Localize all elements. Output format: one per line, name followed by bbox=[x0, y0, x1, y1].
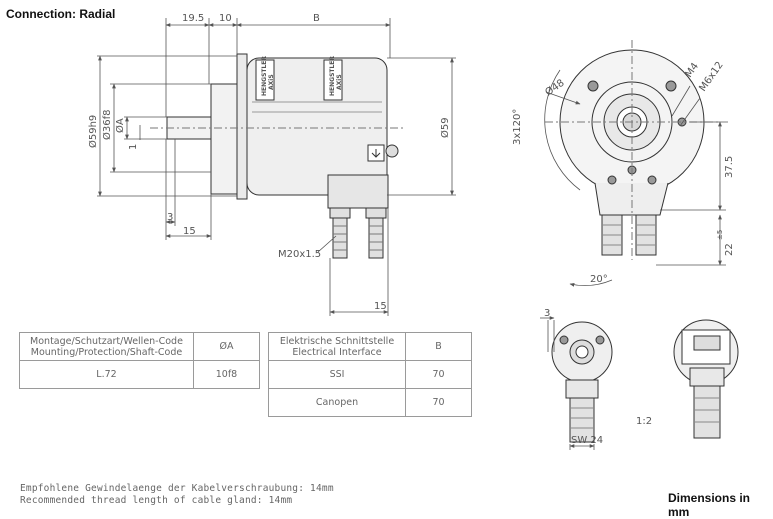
shaft-value-cell: 10f8 bbox=[193, 360, 260, 389]
brand-plate-right bbox=[323, 59, 343, 101]
dim-22-label: 22 bbox=[724, 243, 735, 256]
side-dimensions bbox=[97, 18, 456, 316]
side-view bbox=[150, 53, 405, 259]
shaft-header-a: ØA bbox=[193, 332, 260, 361]
dim-3-small-label: 3 bbox=[544, 308, 550, 319]
brand-sub-right: AXiS bbox=[336, 74, 343, 90]
small-view-right bbox=[673, 319, 739, 439]
iface-header-b: B bbox=[405, 332, 472, 361]
dim-59-label: Ø59 bbox=[439, 117, 451, 138]
mount-hole-2 bbox=[665, 80, 677, 92]
dim-19-5-label: 19.5 bbox=[182, 13, 204, 24]
tolerance-label: ±5 bbox=[716, 230, 724, 240]
front-connector bbox=[594, 182, 669, 216]
connection-title: Connection: Radial bbox=[6, 7, 116, 21]
brand-name-right: HENGSTLER bbox=[329, 56, 336, 96]
connector-housing bbox=[327, 174, 389, 209]
brand-name-left: HENGSTLER bbox=[261, 56, 268, 96]
shaft-header-de: Montage/Schutzart/Wellen-Code bbox=[30, 335, 183, 347]
iface-ssi-value: 70 bbox=[405, 360, 472, 389]
dim-15-label: 15 bbox=[183, 226, 196, 237]
screw-knob bbox=[385, 144, 399, 158]
scale-label: 1:2 bbox=[636, 416, 652, 427]
thread-m6-label: M6x12 bbox=[697, 60, 725, 94]
dim-37-5-label: 37.5 bbox=[724, 156, 735, 178]
mount-hole-1 bbox=[587, 80, 599, 92]
dim-10-label: 10 bbox=[219, 13, 232, 24]
brand-plate-left bbox=[255, 59, 275, 101]
encoder-body bbox=[246, 57, 388, 196]
iface-canopen-cell: Canopen bbox=[268, 388, 406, 417]
cable-gland-left bbox=[329, 207, 351, 259]
small-view-labels: 3 SW 24 1:2 bbox=[544, 308, 652, 446]
flange bbox=[236, 53, 248, 200]
small-view-left bbox=[540, 316, 613, 450]
brand-sub-left: AXiS bbox=[268, 74, 275, 90]
side-dimension-labels: 19.5 10 B Ø59h9 Ø36f8 ØA 1 3 15 M20x1.5 … bbox=[87, 13, 451, 312]
footnote-en: Recommended thread length of cable gland… bbox=[20, 495, 293, 506]
dim-36f8-label: Ø36f8 bbox=[101, 110, 113, 140]
sw24-label: SW 24 bbox=[571, 435, 603, 446]
iface-header-de: Elektrische Schnittstelle bbox=[279, 335, 395, 347]
spigot bbox=[210, 83, 238, 195]
dim-1-label: 1 bbox=[128, 144, 139, 150]
thread-m20-label: M20x1.5 bbox=[278, 249, 321, 260]
dim-15b-label: 15 bbox=[374, 301, 387, 312]
brand-labels: HENGSTLER HENGSTLER AXiS AXiS bbox=[261, 56, 343, 96]
shaft-code-cell: L.72 bbox=[19, 360, 194, 389]
front-dimensions bbox=[544, 69, 728, 287]
iface-header-en: Electrical Interface bbox=[292, 346, 382, 358]
dim-59h9-label: Ø59h9 bbox=[87, 115, 99, 148]
front-ring bbox=[591, 81, 673, 163]
shaft-header-en: Mounting/Protection/Shaft-Code bbox=[30, 346, 183, 358]
iface-canopen-value: 70 bbox=[405, 388, 472, 417]
dim-b-label: B bbox=[313, 13, 320, 24]
dim-3x120-label: 3x120° bbox=[512, 109, 523, 145]
iface-ssi-cell: SSI bbox=[268, 360, 406, 389]
dim-a-label: ØA bbox=[114, 118, 126, 133]
front-view bbox=[545, 40, 720, 260]
cable-gland-right bbox=[365, 207, 387, 259]
dim-20deg-label: 20° bbox=[590, 274, 608, 285]
footnote-de: Empfohlene Gewindelaenge der Kabelversch… bbox=[20, 483, 334, 494]
dim-3-label: 3 bbox=[167, 212, 173, 223]
